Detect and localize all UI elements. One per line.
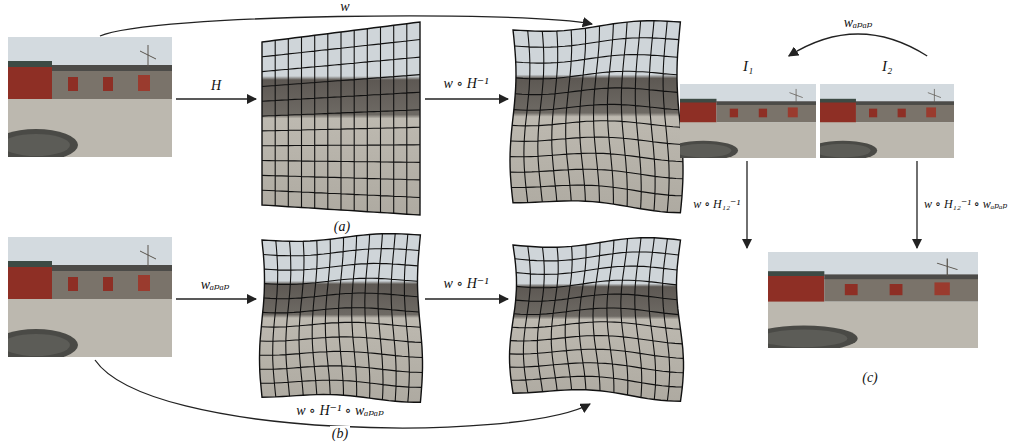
math-label: wₐₚₐₚ: [199, 277, 232, 292]
mesh-grid: [262, 24, 420, 215]
warped-image: [260, 234, 423, 403]
panel-label: (b): [330, 426, 350, 441]
source-photo: [0, 237, 172, 361]
photo-content: [680, 84, 816, 158]
source-photo: [0, 37, 172, 161]
image-node: I₂: [820, 56, 954, 158]
arrow: [425, 98, 508, 99]
math-label: H: [209, 78, 223, 93]
photo-content: [820, 84, 954, 158]
math-label: w ∘ H₁₂⁻¹ ∘ wₐₚₐₚ: [922, 198, 1009, 211]
mesh-grid: [260, 234, 423, 402]
mesh-grid: [510, 238, 684, 401]
image-heading: I₁: [680, 56, 816, 76]
arrow: [916, 161, 917, 248]
curved-connector: [789, 34, 927, 56]
panel-label: (a): [332, 219, 352, 234]
panorama-photo: [750, 252, 978, 351]
arrow: [746, 161, 747, 248]
panel-label: (c): [860, 370, 880, 385]
input-photo: [680, 84, 816, 158]
arrow: [425, 298, 508, 299]
warped-image: [262, 22, 420, 215]
curved-arrow: [100, 16, 592, 36]
curved-arrow: [95, 360, 590, 428]
edge-label: wₐₚₐₚ: [842, 15, 875, 30]
math-label: w ∘ H⁻¹: [442, 276, 491, 291]
arrow: [176, 98, 256, 99]
math-label: w ∘ H⁻¹: [442, 76, 491, 91]
math-label: w: [338, 0, 351, 15]
math-label: w ∘ H⁻¹ ∘ wₐₚₐₚ: [294, 403, 386, 418]
image-node: I₁: [680, 56, 816, 158]
warped-image: [510, 238, 684, 402]
arrow: [176, 298, 256, 299]
warped-grids: [260, 21, 684, 403]
math-label: w ∘ H₁₂⁻¹: [691, 198, 742, 211]
image-heading: I₂: [820, 56, 954, 76]
input-photo: [820, 84, 954, 158]
mesh-grid: [510, 21, 683, 213]
warped-image: [510, 21, 683, 213]
